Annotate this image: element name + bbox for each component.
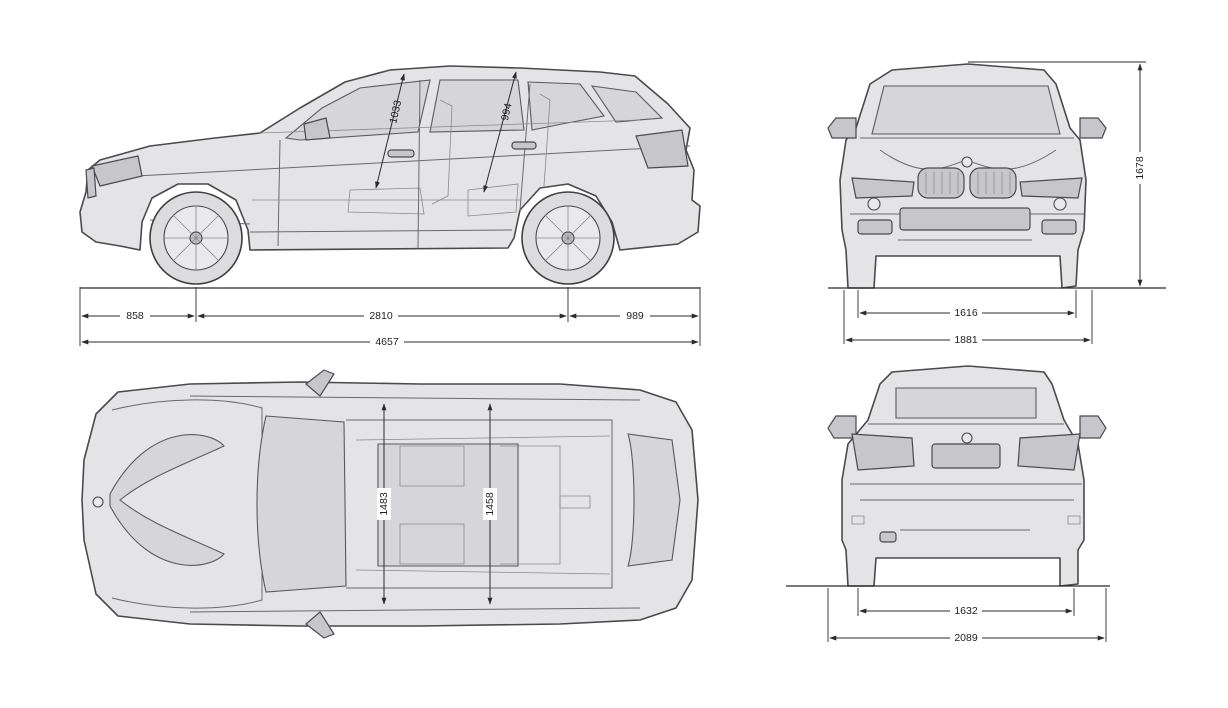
overall-length-label: 4657	[375, 336, 399, 348]
rear-track-label: 1632	[954, 605, 978, 617]
rear-taillight-left	[851, 433, 915, 471]
exhaust-tip	[879, 531, 897, 543]
front-headroom-label: 1033	[387, 99, 404, 125]
wheelbase-label: 2810	[369, 310, 393, 322]
left-mirror-front	[827, 117, 857, 139]
rear-door-handle	[511, 141, 537, 150]
front-overhang-label: 858	[126, 310, 144, 322]
overall-height-label: 1678	[1134, 156, 1146, 180]
kidney-grille-right	[969, 167, 1017, 199]
top-left-mirror	[305, 369, 335, 397]
rear-view: 1632 2089	[786, 365, 1110, 645]
top-badge	[92, 496, 104, 508]
front-view: 1678 1616 1881	[827, 61, 1166, 347]
top-right-mirror	[305, 611, 335, 639]
front-track-label: 1616	[954, 307, 978, 319]
front-badge	[961, 156, 973, 168]
width-with-mirrors-label: 2089	[954, 632, 978, 644]
side-mirror	[303, 117, 331, 141]
front-lower-intake	[899, 207, 1031, 231]
rear-shoulder-label: 1458	[484, 492, 496, 516]
hood-scoop	[109, 434, 225, 566]
rear-body-outline	[841, 365, 1085, 587]
side-quarter-window	[527, 81, 605, 131]
front-headlight-left	[851, 177, 915, 199]
front-windshield	[871, 85, 1061, 135]
rear-windshield	[895, 387, 1037, 419]
top-windshield	[256, 415, 347, 593]
side-view: 1033 994 858 2810 989 4657	[79, 65, 701, 349]
right-mirror-rear	[1079, 415, 1107, 439]
taillight	[635, 129, 689, 169]
rear-taillight-right	[1017, 433, 1081, 471]
top-view: 1483 1458	[81, 369, 699, 639]
side-rear-glass	[590, 85, 664, 123]
kidney-grille-left	[917, 167, 965, 199]
rear-headroom-label: 994	[499, 102, 515, 122]
front-headlight-right	[1019, 177, 1083, 199]
headlight	[91, 155, 143, 187]
sunroof	[377, 443, 519, 567]
rear-overhang-label: 989	[626, 310, 644, 322]
license-plate-recess	[931, 443, 1001, 469]
front-door-handle	[387, 149, 415, 158]
overall-width-label: 1881	[954, 334, 978, 346]
front-grille-side	[85, 167, 97, 199]
front-shoulder-label: 1483	[378, 492, 390, 516]
right-mirror-front	[1079, 117, 1107, 139]
top-rear-window	[627, 433, 681, 567]
rear-badge	[961, 432, 973, 444]
